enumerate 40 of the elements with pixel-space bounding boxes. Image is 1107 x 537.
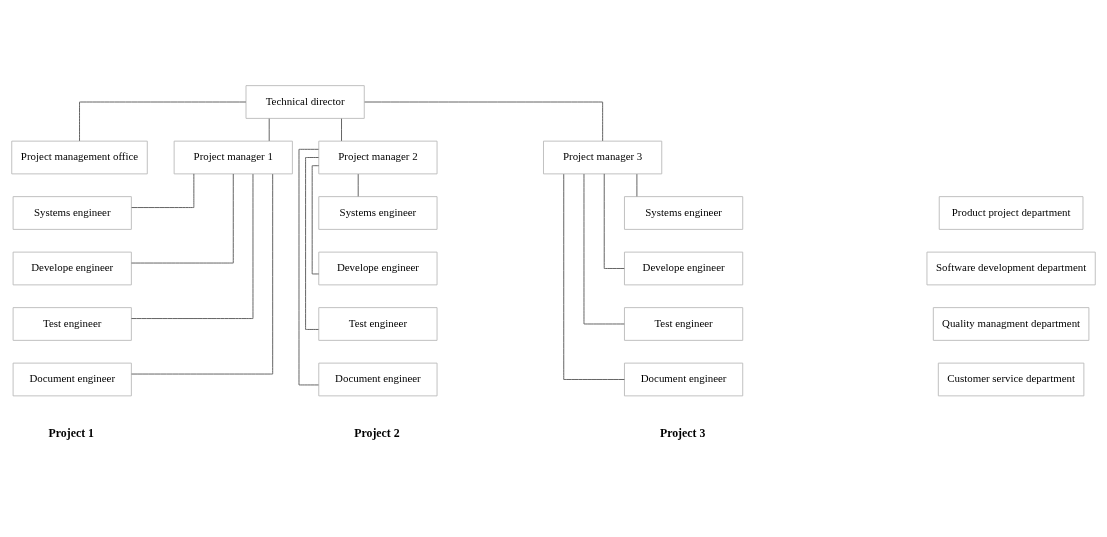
connector (583, 173, 625, 325)
node-box: Software development department (926, 251, 1096, 286)
node-box: Quality managment department (932, 307, 1090, 341)
connector (341, 118, 342, 142)
label: Project 2 (354, 426, 400, 441)
connector (79, 101, 247, 142)
connector (305, 157, 319, 330)
node-box: Project manager 3 (543, 140, 663, 175)
connector (131, 173, 234, 264)
node-box: Develope engineer (624, 251, 744, 286)
node-box: Systems engineer (318, 196, 438, 230)
node-box: Develope engineer (12, 251, 132, 286)
node-box: Develope engineer (318, 251, 438, 286)
node-box: Test engineer (318, 307, 438, 341)
label: Project 3 (659, 426, 706, 441)
connector (268, 118, 270, 142)
node-box: Systems engineer (12, 196, 132, 230)
node-box: Technical director (245, 85, 365, 119)
node-box: Project manager 1 (173, 140, 293, 175)
node-box: Test engineer (624, 307, 744, 341)
node-box: Systems engineer (624, 196, 744, 230)
node-box: Project manager 2 (318, 140, 438, 175)
node-box: Project management office (11, 140, 148, 175)
connector (130, 173, 254, 319)
connector (357, 173, 359, 197)
connector (563, 173, 625, 380)
connector (298, 148, 319, 386)
node-box: Document engineer (12, 362, 132, 397)
label: Project 1 (48, 426, 94, 441)
connector (131, 173, 195, 208)
node-box: Product project department (938, 196, 1084, 230)
node-box: Document engineer (624, 362, 744, 397)
connector (603, 173, 625, 269)
node-box: Test engineer (12, 307, 132, 341)
connector (636, 173, 638, 197)
connector (131, 173, 274, 375)
node-box: Customer service department (937, 362, 1085, 397)
connector (311, 165, 320, 275)
connector (364, 101, 604, 142)
node-box: Document engineer (318, 362, 438, 397)
